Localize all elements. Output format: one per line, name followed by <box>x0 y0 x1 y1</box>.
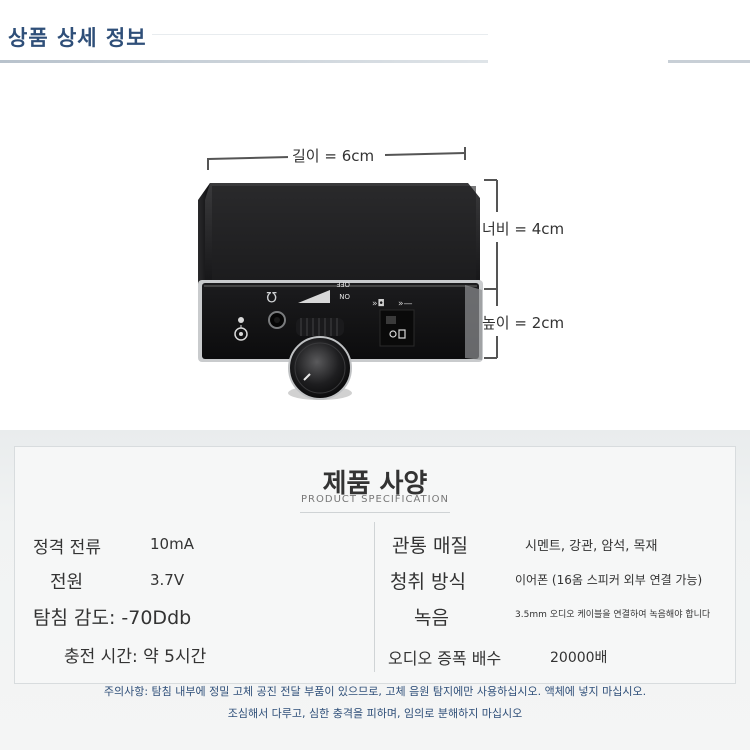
length-dimension-line <box>207 147 466 170</box>
height-dimension-line <box>484 179 498 359</box>
off-label: OFF <box>336 280 350 288</box>
spec-value-amplification: 20000배 <box>550 650 608 666</box>
svg-text:»—: »— <box>398 299 413 309</box>
spec-label-listening: 청취 방식 <box>390 571 466 593</box>
height-label: 높이 = 2cm <box>482 314 565 332</box>
spec-charge-time: 충전 시간: 약 5시간 <box>64 647 207 667</box>
volume-knob <box>288 318 352 400</box>
title-underline-right <box>668 60 750 63</box>
svg-text:»◘: »◘ <box>372 299 385 309</box>
spec-box <box>14 446 736 684</box>
indicator-icon <box>234 317 248 341</box>
caution-notice-line-2: 조심해서 다루고, 심한 충격을 피하며, 임의로 분해하지 마십시오 <box>227 707 523 720</box>
spec-value-rated-current: 10mA <box>150 535 194 553</box>
title-rule-top <box>152 34 488 35</box>
spec-value-recording: 3.5mm 오디오 케이블을 연결하여 녹음해야 합니다 <box>515 610 711 620</box>
headphone-jack: Ω <box>266 288 286 329</box>
spec-value-listening: 이어폰 (16옴 스피커 외부 연결 가능) <box>515 573 703 587</box>
caution-notice-line-1: 주의사항: 탐침 내부에 정밀 고체 공진 전달 부품이 있으므로, 고체 음원… <box>103 685 647 698</box>
title-underline <box>0 60 488 63</box>
svg-text:Ω: Ω <box>266 288 277 304</box>
spec-subtitle: PRODUCT SPECIFICATION <box>301 494 449 505</box>
spec-label-rated-current: 정격 전류 <box>33 538 101 558</box>
length-label: 길이 = 6cm <box>288 145 379 166</box>
spec-title-divider <box>300 512 450 513</box>
spec-label-medium: 관통 매질 <box>392 535 468 557</box>
spec-value-medium: 시멘트, 강관, 암석, 목재 <box>525 539 658 554</box>
spec-column-divider <box>374 522 375 672</box>
on-label: ON <box>339 292 350 300</box>
spec-title: 제품 사양 <box>322 469 428 499</box>
spec-label-amplification: 오디오 증폭 배수 <box>388 649 502 668</box>
mode-switch: »◘ »— <box>372 299 415 347</box>
spec-label-recording: 녹음 <box>414 607 449 629</box>
spec-value-power: 3.7V <box>150 571 185 589</box>
spec-label-power: 전원 <box>50 572 84 593</box>
product-image: Ω ON OFF »◘ »— <box>198 147 498 400</box>
width-label: 너비 = 4cm <box>482 220 565 238</box>
on-off-indicator: ON OFF <box>298 280 350 303</box>
page-title: 상품 상세 정보 <box>8 26 147 50</box>
spec-probe-sensitivity: 탐침 감도: -70Ddb <box>33 607 192 629</box>
